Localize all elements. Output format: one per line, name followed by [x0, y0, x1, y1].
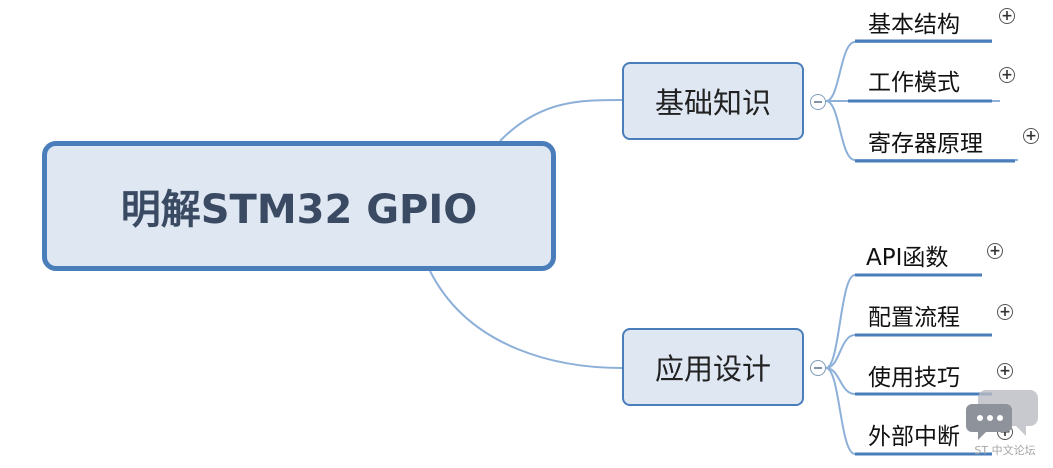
branch-node-label: 基础知识 [654, 86, 771, 120]
leaf-node-external-interrupt[interactable]: 外部中断 [868, 424, 960, 450]
watermark-text: ST 中文论坛 [974, 444, 1036, 457]
minus-icon [814, 367, 822, 369]
st-forum-watermark: ST 中文论坛 [964, 386, 1046, 464]
collapse-icon[interactable]: ⊖ [810, 94, 826, 110]
expand-icon[interactable]: + [999, 8, 1015, 24]
expand-icon[interactable]: + [997, 363, 1013, 379]
expand-icon[interactable]: + [987, 243, 1003, 259]
minus-icon [814, 101, 822, 103]
branch-node-basics[interactable]: 基础知识 [622, 62, 804, 140]
leaf-node-basic-structure[interactable]: 基本结构 [868, 12, 960, 38]
expand-icon[interactable]: + [997, 304, 1013, 320]
expand-icon[interactable]: + [999, 67, 1015, 83]
collapse-icon[interactable]: ⊖ [810, 360, 826, 376]
branch-node-label: 应用设计 [654, 352, 771, 386]
leaf-node-work-modes[interactable]: 工作模式 [868, 70, 960, 96]
leaf-node-config-flow[interactable]: 配置流程 [868, 305, 960, 331]
expand-icon[interactable]: + [1023, 128, 1039, 144]
root-node-label: 明解STM32 GPIO [120, 187, 478, 233]
root-node[interactable]: 明解STM32 GPIO [42, 141, 556, 271]
chat-bubble-icon [966, 390, 1038, 440]
leaf-node-register-principles[interactable]: 寄存器原理 [868, 131, 983, 157]
leaf-node-usage-tips[interactable]: 使用技巧 [868, 365, 960, 391]
branch-node-app-design[interactable]: 应用设计 [622, 328, 804, 406]
leaf-node-api-functions[interactable]: API函数 [866, 245, 949, 271]
